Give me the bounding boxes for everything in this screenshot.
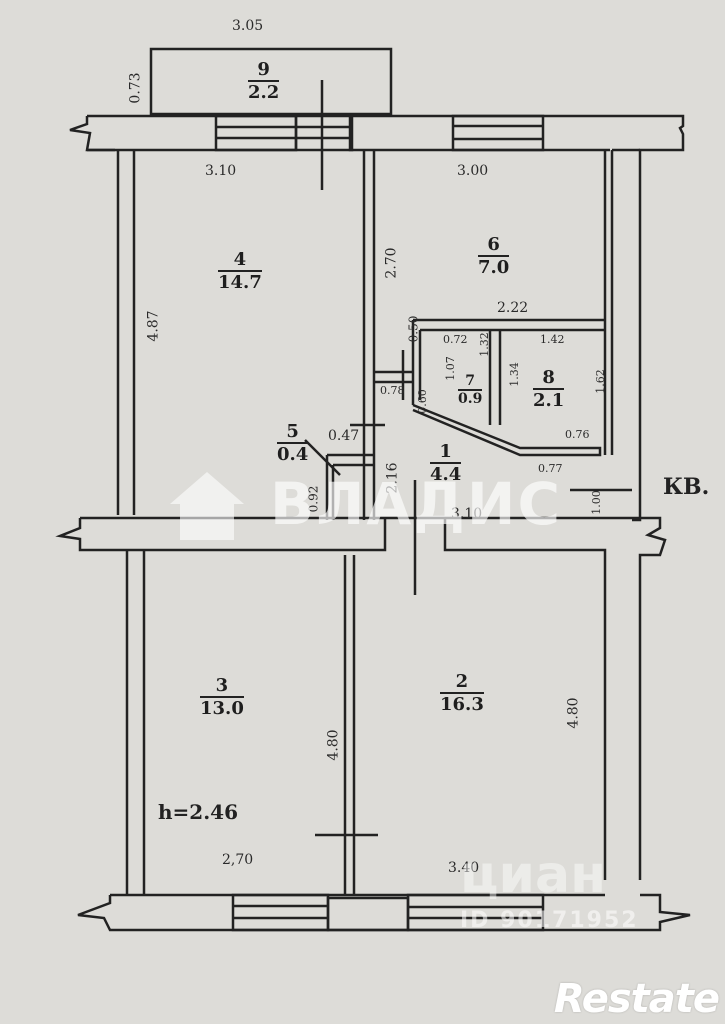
dim-hall-entry: 1.00 bbox=[589, 490, 603, 515]
dim-room8-bottom-a: 0.76 bbox=[565, 428, 590, 441]
room-5-label: 5 0.4 bbox=[277, 421, 309, 465]
room-7-label: 7 0.9 bbox=[458, 373, 483, 407]
dim-balcony-width: 3.05 bbox=[232, 18, 264, 34]
vladis-house-icon bbox=[168, 470, 246, 542]
dim-room6-width: 3.00 bbox=[457, 163, 489, 179]
room-1-label: 1 4.4 bbox=[430, 441, 462, 485]
dim-room2-width: 3.40 bbox=[448, 860, 480, 876]
dim-hall-width: 3.10 bbox=[451, 506, 483, 522]
restate-logo: Restate bbox=[553, 976, 720, 1022]
room-8-label: 8 2.1 bbox=[533, 367, 565, 411]
dim-room8-bottom-b: 0.77 bbox=[538, 462, 563, 475]
cian-watermark: циан bbox=[460, 845, 606, 905]
dim-room7-side-b: 1.07 bbox=[443, 356, 457, 381]
dim-room8-top: 1.42 bbox=[540, 333, 565, 346]
dim-room2-length: 4.80 bbox=[565, 697, 582, 729]
dim-room7-top: 0.72 bbox=[443, 333, 468, 346]
dim-bath-width: 2.22 bbox=[497, 300, 529, 316]
dim-room8-side-b: 1.62 bbox=[593, 369, 607, 394]
balcony-outline bbox=[149, 47, 393, 116]
room-2-label: 2 16.3 bbox=[440, 671, 484, 715]
dim-078: 0.78 bbox=[380, 384, 405, 397]
dim-room8-side-a: 1.34 bbox=[507, 362, 521, 387]
dim-room3-width: 2,70 bbox=[222, 852, 254, 868]
dim-room6-length: 2.70 bbox=[383, 247, 400, 279]
room-3-label: 3 13.0 bbox=[200, 675, 244, 719]
dim-room3-length: 4.80 bbox=[325, 729, 342, 761]
vladis-watermark: ВЛАДИС bbox=[270, 470, 563, 538]
dim-room7-side-a: 1.32 bbox=[477, 332, 491, 357]
room-6-label: 6 7.0 bbox=[478, 234, 510, 278]
room-4-label: 4 14.7 bbox=[218, 249, 262, 293]
apartment-marker: КВ. bbox=[663, 474, 710, 500]
dim-closet-width: 0.47 bbox=[328, 428, 360, 444]
dim-060: 0.60 bbox=[415, 389, 429, 414]
cian-id-watermark: ID 90171952 bbox=[460, 908, 639, 933]
ceiling-height-note: h=2.46 bbox=[158, 800, 239, 824]
dim-room4-length: 4.87 bbox=[145, 310, 162, 342]
dim-balcony-depth: 0.73 bbox=[127, 72, 144, 104]
room-9-label: 9 2.2 bbox=[248, 59, 280, 103]
dim-room4-width: 3.10 bbox=[205, 163, 237, 179]
dim-050: 0.50 bbox=[406, 315, 421, 343]
